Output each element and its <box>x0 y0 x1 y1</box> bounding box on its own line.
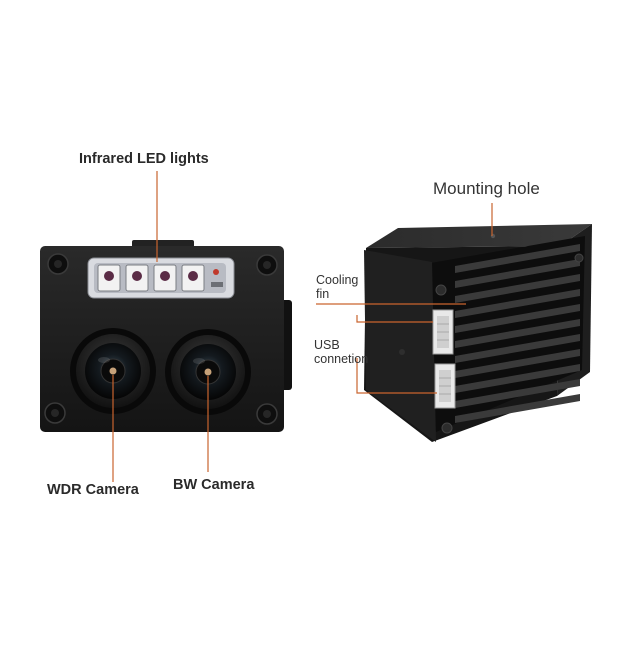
usb-leader-top <box>356 315 433 323</box>
cooling-fin <box>455 274 580 303</box>
usb-connector-bottom <box>434 363 456 409</box>
screw-icon <box>256 403 278 425</box>
leader-lines-right <box>316 203 493 394</box>
screw-icon <box>441 422 453 434</box>
cooling-fin <box>455 319 580 348</box>
screw-icon <box>44 402 66 424</box>
bw-camera-label: BW Camera <box>173 477 255 493</box>
cooling-fin <box>455 379 580 408</box>
screw-icon <box>574 253 584 263</box>
infrared-led-panel <box>87 257 235 299</box>
screw-icon <box>256 254 278 276</box>
cooling-fin <box>455 304 580 333</box>
cooling-fin <box>455 334 580 363</box>
wdr-camera-label: WDR Camera <box>47 482 139 498</box>
cooling-fin <box>455 394 580 423</box>
usb-connection-label: USB connetion <box>314 338 384 366</box>
cooling-fin <box>455 244 580 273</box>
ir-led-emitter <box>132 271 142 281</box>
cooling-fin <box>455 259 580 288</box>
mounting-hole-label: Mounting hole <box>433 179 540 198</box>
cooling-fin-label-line2: fin <box>316 287 330 301</box>
ir-led-emitter <box>188 271 198 281</box>
ir-led-emitter <box>160 271 170 281</box>
cooling-fin <box>455 289 580 318</box>
dual-lens-camera <box>40 240 292 432</box>
leader-lines-left <box>112 171 209 482</box>
cooling-fin-label-line1: Cooling <box>316 273 359 287</box>
usb-connector-top <box>432 309 454 355</box>
screw-icon <box>47 253 69 275</box>
screw-icon <box>435 284 447 296</box>
box-top-face <box>366 224 592 248</box>
cooling-fin <box>455 364 580 393</box>
bw-lens <box>165 329 251 415</box>
infrared-led-label: Infrared LED lights <box>79 151 209 167</box>
ir-led-emitter <box>104 271 114 281</box>
wdr-lens <box>70 328 156 414</box>
mount-hole-icon <box>399 349 405 355</box>
usb-label-line1: USB <box>314 338 340 352</box>
camera-back-module <box>364 224 592 442</box>
cooling-fin-label: Cooling fin <box>316 273 376 301</box>
cooling-fin <box>455 349 580 378</box>
usb-leader-bottom <box>356 358 437 394</box>
usb-label-line2: connetion <box>314 352 369 366</box>
box-left-plate <box>364 250 436 442</box>
